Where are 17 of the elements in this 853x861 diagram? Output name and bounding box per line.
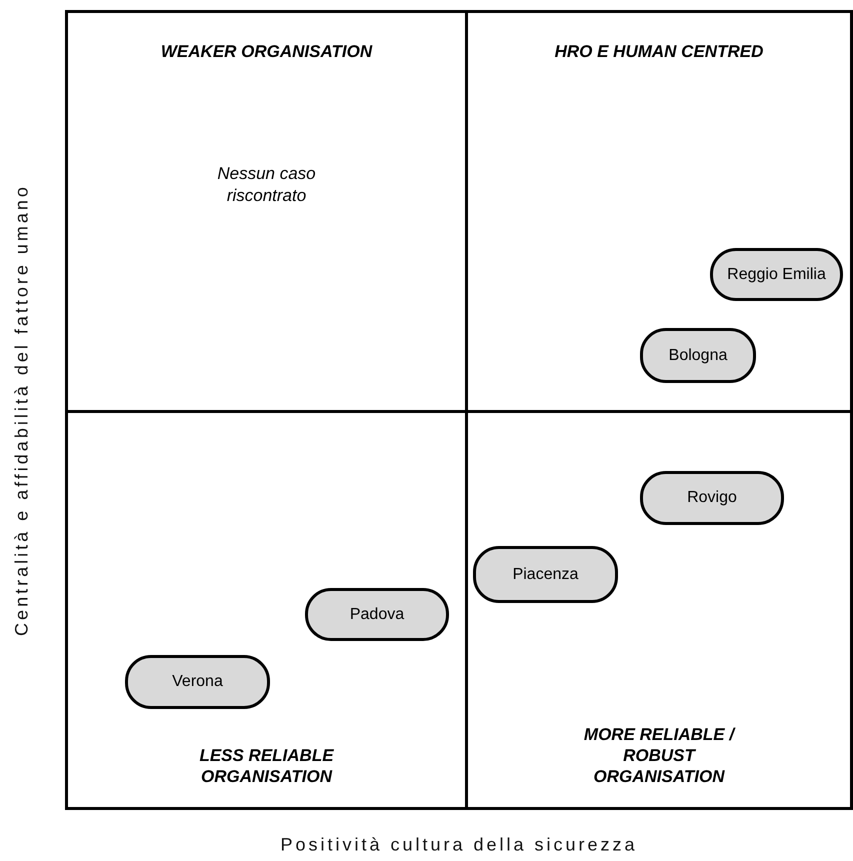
y-axis-title: Centralità e affidabilità del fattore umano: [12, 184, 32, 636]
quadrant-box: [65, 410, 468, 810]
city-pill: Bologna: [640, 328, 756, 383]
quadrant-box: [465, 10, 853, 413]
x-axis-title: Positività cultura della sicurezza: [280, 834, 638, 856]
city-pill: Padova: [305, 588, 449, 641]
quadrant-box: [465, 410, 853, 810]
city-pill: Verona: [125, 655, 270, 709]
quadrant-heading: WEAKER ORGANISATION: [160, 41, 372, 62]
city-pill: Rovigo: [640, 471, 784, 525]
quadrant-heading: LESS RELIABLE ORGANISATION: [198, 745, 335, 787]
quadrant-heading: HRO E HUMAN CENTRED: [554, 41, 764, 62]
city-pill: Reggio Emilia: [710, 248, 843, 301]
city-pill: Piacenza: [473, 546, 618, 603]
quadrant-box: [65, 10, 468, 413]
quadrant-heading: MORE RELIABLE / ROBUST ORGANISATION: [582, 724, 736, 787]
quadrant-note: Nessun caso riscontrato: [216, 163, 317, 207]
